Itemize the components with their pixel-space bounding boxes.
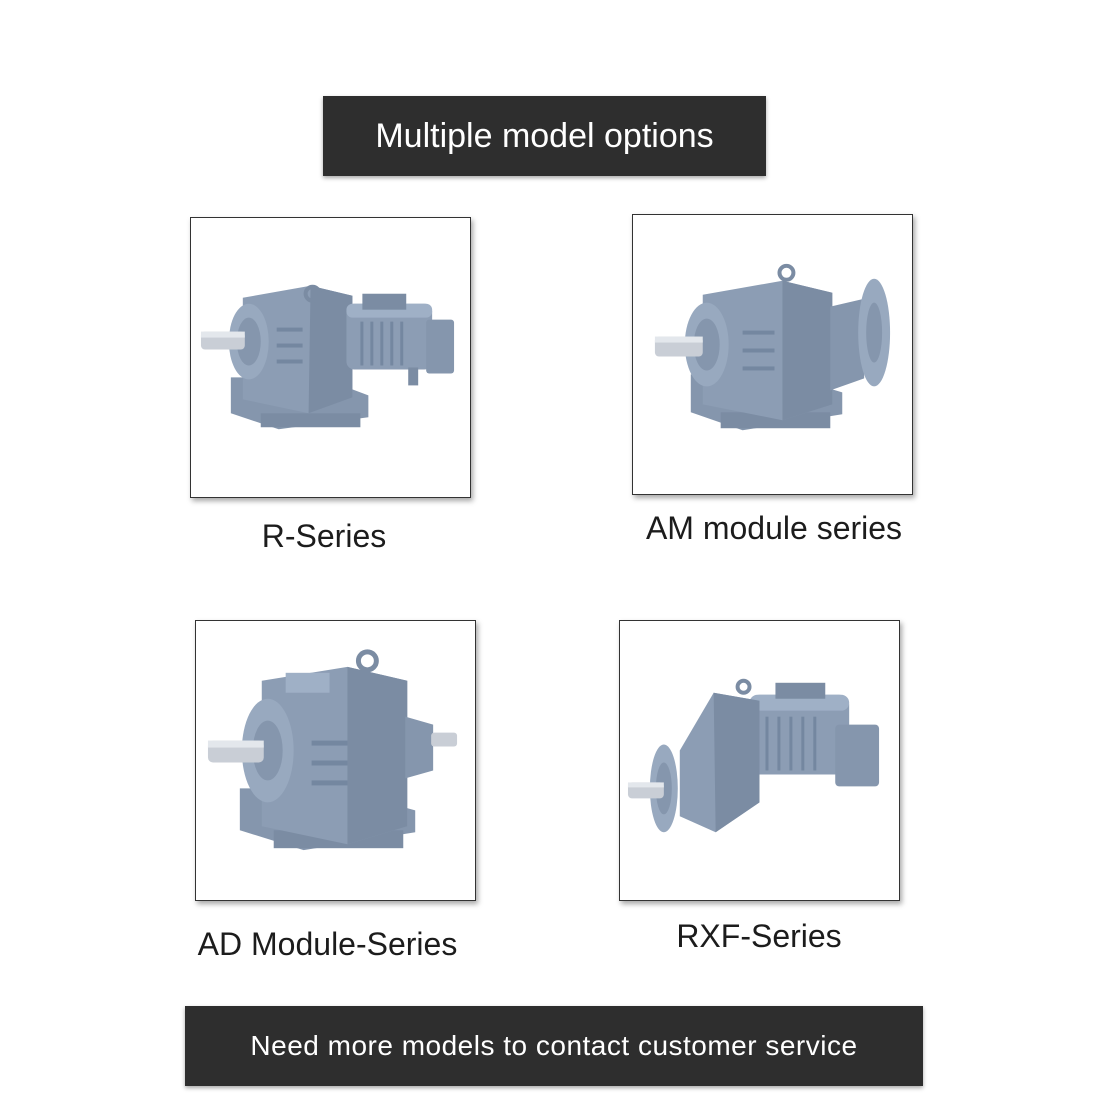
product-card-r-series[interactable] [190,217,471,498]
contact-text: Need more models to contact customer ser… [250,1030,858,1061]
product-card-rxf-series[interactable] [619,620,900,901]
product-label-am-series: AM module series [645,510,903,546]
contact-banner: Need more models to contact customer ser… [185,1006,923,1086]
product-label-rxf-series: RXF-Series [676,918,842,954]
rxf-series-gearmotor-image [627,678,880,833]
ad-series-gearbox-image [207,649,458,851]
title-banner: Multiple model options [323,96,766,176]
product-card-ad-series[interactable] [195,620,476,901]
product-label-ad-series: AD Module-Series [197,926,458,962]
am-series-gearbox-image [654,263,891,431]
product-card-am-series[interactable] [632,214,913,495]
page-title: Multiple model options [375,116,714,155]
r-series-gearmotor-image [200,284,455,430]
product-label-r-series: R-Series [261,518,387,554]
